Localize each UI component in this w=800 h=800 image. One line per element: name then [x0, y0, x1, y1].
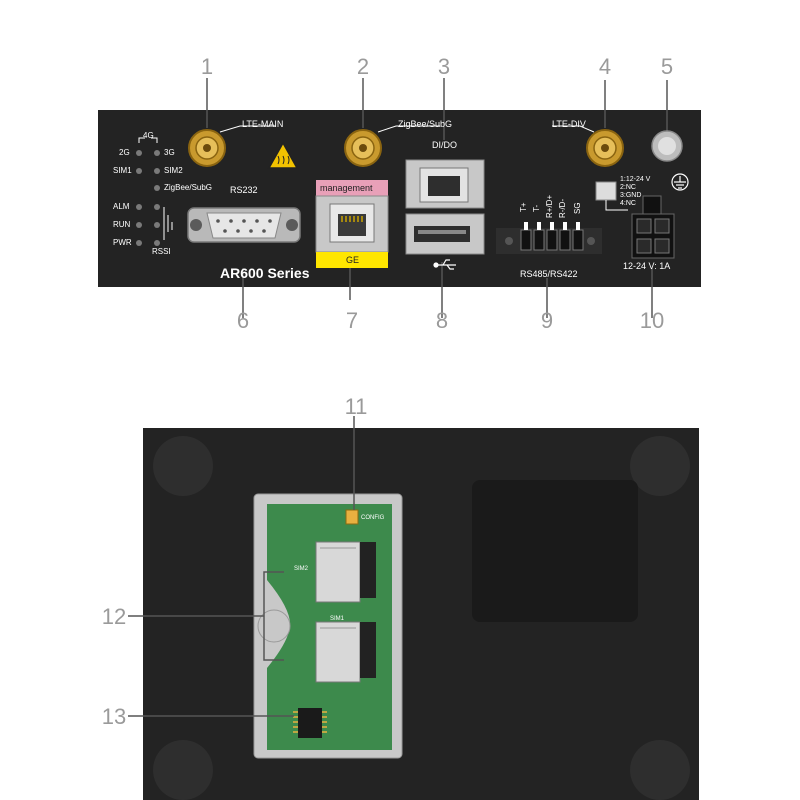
callout-2: 2 — [356, 54, 370, 79]
ic-chip — [293, 708, 327, 738]
sim2-label: SIM2 — [294, 566, 309, 572]
led-zigbee-label: ZigBee/SubG — [164, 183, 213, 192]
sim1-slot — [315, 621, 376, 683]
ge-management-port — [315, 180, 389, 268]
dido-label: DI/DO — [432, 140, 458, 150]
zigbee-label: ZigBee/SubG — [398, 119, 453, 129]
led-pwr-label: PWR — [113, 238, 132, 247]
rs232-label: RS232 — [230, 185, 258, 195]
term-label-tplus: T+ — [519, 202, 528, 212]
rs485-label: RS485/RS422 — [520, 269, 578, 279]
power-rating-label: 12-24 V: 1A — [623, 261, 671, 271]
led-alm-label: ALM — [113, 202, 130, 211]
callout-11: 11 — [344, 394, 368, 419]
led-2g-label: 2G — [119, 148, 130, 157]
management-label: management — [320, 183, 373, 193]
lte-div-label: LTE-DIV — [552, 119, 586, 129]
term-label-tminus: T- — [532, 204, 541, 212]
callout-4: 4 — [598, 54, 612, 79]
led-sim2-label: SIM2 — [164, 166, 183, 175]
led-3g-label: 3G — [164, 148, 175, 157]
power-connector — [595, 181, 675, 259]
callout-5: 5 — [660, 54, 674, 79]
sim2-slot — [315, 541, 376, 603]
led-sim1-label: SIM1 — [113, 166, 132, 175]
callout-6: 6 — [236, 308, 250, 333]
callout-1: 1 — [200, 54, 214, 79]
status-leds — [136, 150, 160, 246]
bottom-leader-lines — [128, 416, 355, 717]
power-pin-3: 3:GND — [620, 192, 642, 199]
lte-main-antenna — [188, 129, 226, 167]
rubber-feet — [153, 436, 690, 800]
rs232-port — [187, 207, 301, 243]
callout-13: 13 — [101, 704, 127, 729]
lte-main-label: LTE-MAIN — [242, 119, 284, 129]
ground-icon — [671, 173, 689, 191]
hot-surface-icon — [267, 141, 299, 169]
term-label-rminus: R-/D- — [558, 198, 567, 218]
power-pin-2: 2:NC — [620, 184, 636, 191]
top-leader-lines — [206, 78, 668, 318]
label-recess — [472, 480, 638, 622]
callout-3: 3 — [437, 54, 451, 79]
config-label: CONFIG — [361, 515, 385, 521]
rs485-terminal — [496, 222, 602, 254]
ground-screw — [651, 130, 683, 162]
callout-7: 7 — [345, 308, 359, 333]
term-label-sg: SG — [573, 202, 582, 214]
ge-label: GE — [346, 255, 360, 265]
callout-12: 12 — [101, 604, 127, 629]
usb-icon — [433, 259, 456, 270]
dido-port — [405, 159, 485, 209]
lte-div-antenna — [586, 129, 624, 167]
led-4g-label: 4G — [143, 131, 154, 140]
callout-10: 10 — [639, 308, 665, 333]
zigbee-antenna — [344, 129, 382, 167]
sim1-label: SIM1 — [330, 616, 345, 622]
callout-9: 9 — [540, 308, 554, 333]
term-label-rplus: R+/D+ — [545, 194, 554, 218]
power-pin-1: 1:12-24 V — [620, 176, 651, 183]
led-run-label: RUN — [113, 220, 131, 229]
config-button — [345, 509, 359, 525]
power-pin-4: 4:NC — [620, 200, 636, 207]
model-label: AR600 Series — [220, 265, 310, 281]
callout-8: 8 — [435, 308, 449, 333]
led-rssi-label: RSSI — [152, 247, 171, 256]
usb-port — [405, 213, 485, 255]
